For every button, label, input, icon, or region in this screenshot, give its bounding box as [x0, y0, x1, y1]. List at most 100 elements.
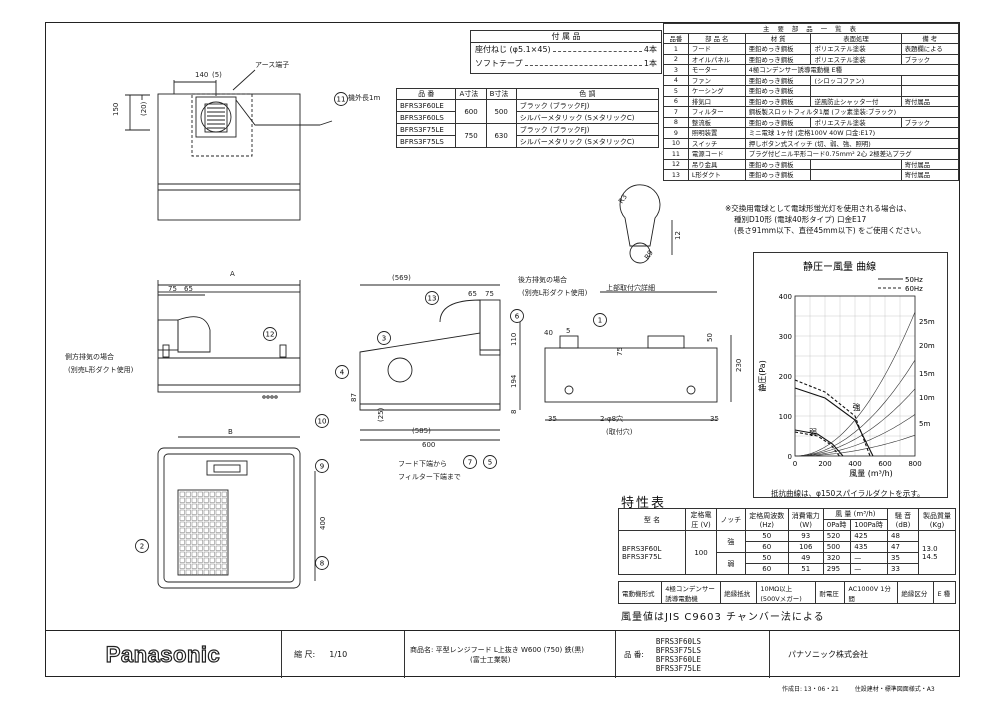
spec-mass: 14.5 — [922, 552, 938, 561]
pq-curve — [794, 431, 840, 457]
filter-slot — [197, 497, 203, 503]
light-cover — [206, 460, 248, 476]
plot-area — [794, 295, 916, 457]
dim-label: (20) — [140, 101, 148, 116]
resistance-curve — [794, 359, 916, 457]
filter-slot — [179, 551, 185, 557]
top-view-body — [157, 93, 301, 221]
filter-slot — [179, 533, 185, 539]
front-view-body — [157, 291, 301, 393]
filter-slot — [197, 551, 203, 557]
part-balloon — [483, 455, 497, 469]
filter-slot — [197, 533, 203, 539]
motor-type-value: 4極コンデンサー誘導電動機 — [661, 581, 722, 604]
spec-cell: 425 — [850, 530, 888, 542]
part-balloon-number: 12 — [266, 331, 275, 339]
scale-cell: 縮 尺: 1/10 — [282, 631, 405, 678]
dim-label: 35 — [710, 415, 719, 423]
insul-class-value: E 種 — [933, 581, 956, 604]
mount-detail-body — [544, 347, 718, 403]
accessory-row: ソフトテープ 1本 — [471, 57, 661, 71]
dim-label: 75 — [485, 290, 494, 298]
filter-slot — [185, 503, 191, 509]
chart-title: 静圧ー風量 曲線 — [803, 260, 876, 273]
filter-slot — [221, 539, 227, 545]
main-parts-cell: 寄付属品 — [900, 158, 960, 170]
dim-label: 400 — [319, 517, 327, 530]
filter-slot — [209, 503, 215, 509]
side-view-body — [359, 332, 501, 411]
filter-slot — [179, 569, 185, 575]
top-exhaust-outlet — [195, 96, 237, 138]
resistance-label: 15m — [919, 370, 935, 378]
filter-slot — [203, 503, 209, 509]
filter-slot — [179, 563, 185, 569]
dim-label: 12 — [674, 231, 682, 240]
dim-label: 600 — [422, 441, 435, 449]
filter-slot — [185, 551, 191, 557]
standard-note: 風量値はJIS C9603 チャンバー法による — [621, 612, 825, 623]
dim-label: 75 — [168, 285, 177, 293]
y-tick-label: 0 — [788, 453, 792, 461]
bulb-note-line: 種別D10形 (電球40形タイプ) 口金E17 — [734, 215, 867, 224]
panasonic-logo: Panasonic — [105, 641, 221, 667]
main-parts-cell: ミニ電球 1ヶ付 (定格100V 40W 口金:E17) — [744, 127, 960, 139]
filter-slot — [191, 557, 197, 563]
filter-slot — [191, 521, 197, 527]
spec-cell: — — [850, 563, 888, 575]
resistance-curve — [795, 414, 916, 457]
dim-label: 75 — [616, 347, 624, 356]
spec-mass-header: 製品質量 (Kg) — [918, 508, 956, 531]
filter-slot — [203, 557, 209, 563]
curve-annotation: 弱 — [809, 428, 817, 437]
spec-cell: 48 — [887, 530, 919, 542]
scale-value: 1/10 — [329, 650, 348, 659]
dim-label: 40 — [544, 329, 553, 337]
filter-slot — [203, 491, 209, 497]
part-number: BFRS3F75LE — [655, 663, 702, 673]
filter-slot — [191, 497, 197, 503]
chart-panel — [753, 252, 948, 498]
main-parts-cell: (シロッコファン) — [810, 74, 902, 86]
curve-annotation: 強 — [853, 402, 861, 412]
filter-slot — [197, 557, 203, 563]
title-block: Panasonic 縮 尺: 1/10 商品名: 平型レンジフード L上抜き W… — [45, 630, 960, 678]
main-parts-cell: ポリエステル塗装 — [810, 53, 902, 65]
dim-label: R3 — [617, 193, 629, 205]
filter-slot — [191, 503, 197, 509]
filter-slot — [203, 545, 209, 551]
spec-cell: 60 — [744, 541, 789, 553]
filter-slot — [185, 527, 191, 533]
product-maker: (富士工業製) — [470, 655, 511, 664]
part-balloon — [593, 313, 607, 327]
spec-voltage-header: 定格電圧 (V) — [685, 508, 717, 531]
dim-label: 5 — [566, 327, 570, 335]
product-name: 平型レンジフード L上抜き W600 (750) 鉄(黒) — [435, 645, 584, 654]
main-parts-cell: 表題欄による — [900, 43, 960, 55]
spec-voltage: 100 — [685, 530, 717, 575]
main-parts-cell: ポリエステル塗装 — [810, 43, 902, 55]
accessory-name: ソフトテープ — [475, 59, 523, 68]
filter-slot — [221, 527, 227, 533]
main-parts-cell: 寄付属品 — [900, 169, 960, 181]
dim-label: 230 — [735, 359, 743, 372]
bulb-note: ※交換用電球として電球形蛍光灯を使用される場合は、 種別D10形 (電球40形タ… — [725, 203, 926, 236]
filter-slot — [197, 521, 203, 527]
filter-slot — [179, 491, 185, 497]
mp-header-name: 部 品 名 — [687, 33, 746, 44]
filter-note: フィルター下端まで — [398, 472, 461, 481]
side-exhaust-note: (別売L形ダクト使用) — [68, 365, 134, 374]
filter-slot — [179, 539, 185, 545]
part-balloon — [315, 414, 329, 428]
filter-slot — [221, 491, 227, 497]
main-parts-cell: 吊り金具 — [687, 158, 746, 170]
legend-entry: 60Hz — [905, 285, 923, 293]
resistance-label: 10m — [919, 394, 935, 402]
spec-cell: 51 — [787, 563, 824, 575]
spec-airflow-0: 0Pa時 — [822, 519, 852, 531]
filter-slot — [209, 557, 215, 563]
model-cell: BFRS3F75LS — [395, 135, 457, 148]
filter-slot — [209, 563, 215, 569]
filter-slot — [191, 539, 197, 545]
